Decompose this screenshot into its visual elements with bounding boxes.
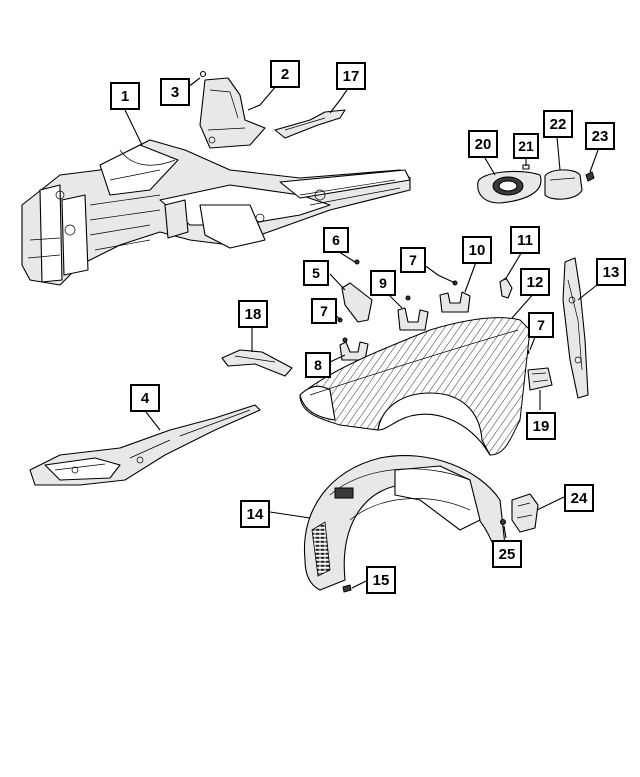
callout-18: 18 (238, 300, 268, 328)
callout-9: 9 (370, 270, 396, 296)
callout-15: 15 (366, 566, 396, 594)
part-11-clip (499, 277, 513, 299)
frame-rail-assembly (21, 139, 411, 286)
callout-5: 5 (303, 260, 329, 286)
callout-13: 13 (596, 258, 626, 286)
fender-brackets (337, 259, 530, 361)
callout-1: 1 (110, 82, 140, 110)
callout-24: 24 (564, 484, 594, 512)
callout-6: 6 (323, 227, 349, 253)
callout-21: 21 (513, 133, 539, 159)
part-17-reinforcement (274, 109, 346, 139)
part-9-bracket (397, 307, 429, 331)
callout-17: 17 (336, 62, 366, 90)
part-3-fastener (199, 70, 207, 78)
part-23-fastener (585, 171, 595, 182)
part-22-fuel-door (544, 169, 583, 200)
part-19-bracket (527, 367, 553, 391)
callout-7a: 7 (400, 247, 426, 273)
callout-7b: 7 (311, 298, 337, 324)
part-18-shield (221, 349, 293, 377)
callout-23: 23 (585, 122, 615, 150)
part-4-underbody-shield (29, 404, 261, 486)
callout-10: 10 (462, 236, 492, 264)
callout-25: 25 (492, 540, 522, 568)
part-25-fastener (500, 519, 506, 525)
part-13-trim (562, 257, 589, 399)
callout-12: 12 (520, 268, 550, 296)
callout-14: 14 (240, 500, 270, 528)
callout-20: 20 (468, 130, 498, 158)
part-5-bracket (341, 282, 373, 323)
part-14-wheelhouse-liner (303, 455, 506, 591)
part-24-bracket (511, 493, 539, 533)
callout-4: 4 (130, 384, 160, 412)
callout-19: 19 (526, 412, 556, 440)
part-20-fuel-door-housing (477, 170, 542, 204)
callout-22: 22 (543, 110, 573, 138)
part-8-bracket (339, 341, 369, 361)
part-10-bracket (439, 291, 471, 313)
callout-2: 2 (270, 60, 300, 88)
part-15-fastener (342, 584, 352, 593)
part-2-bracket (199, 77, 266, 149)
part-12-fender (299, 317, 531, 456)
callout-8: 8 (305, 352, 331, 378)
callout-3: 3 (160, 78, 190, 106)
callout-11: 11 (510, 226, 540, 254)
callout-7c: 7 (528, 312, 554, 338)
